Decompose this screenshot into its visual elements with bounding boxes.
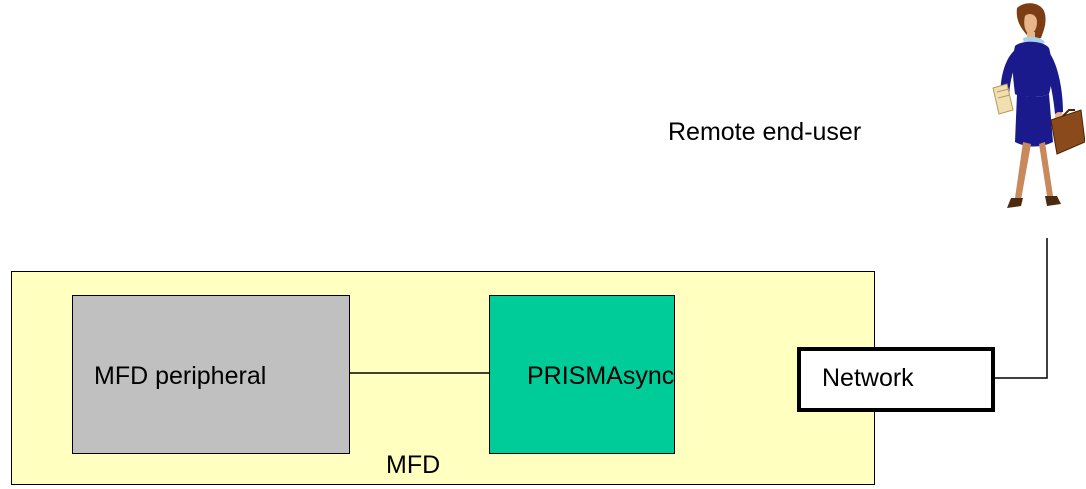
mfd-label: MFD	[386, 451, 441, 479]
mfd-peripheral-box	[72, 295, 350, 454]
remote-end-user-label: Remote end-user	[668, 118, 862, 146]
prismasync-box	[489, 295, 675, 454]
network-label: Network	[822, 364, 914, 392]
network-box	[797, 347, 995, 412]
businesswoman-with-briefcase-icon	[992, 3, 1085, 208]
network-to-user-line	[995, 238, 1048, 379]
mfd-peripheral-label: MFD peripheral	[94, 362, 267, 390]
prismasync-label: PRISMAsync	[527, 362, 675, 390]
